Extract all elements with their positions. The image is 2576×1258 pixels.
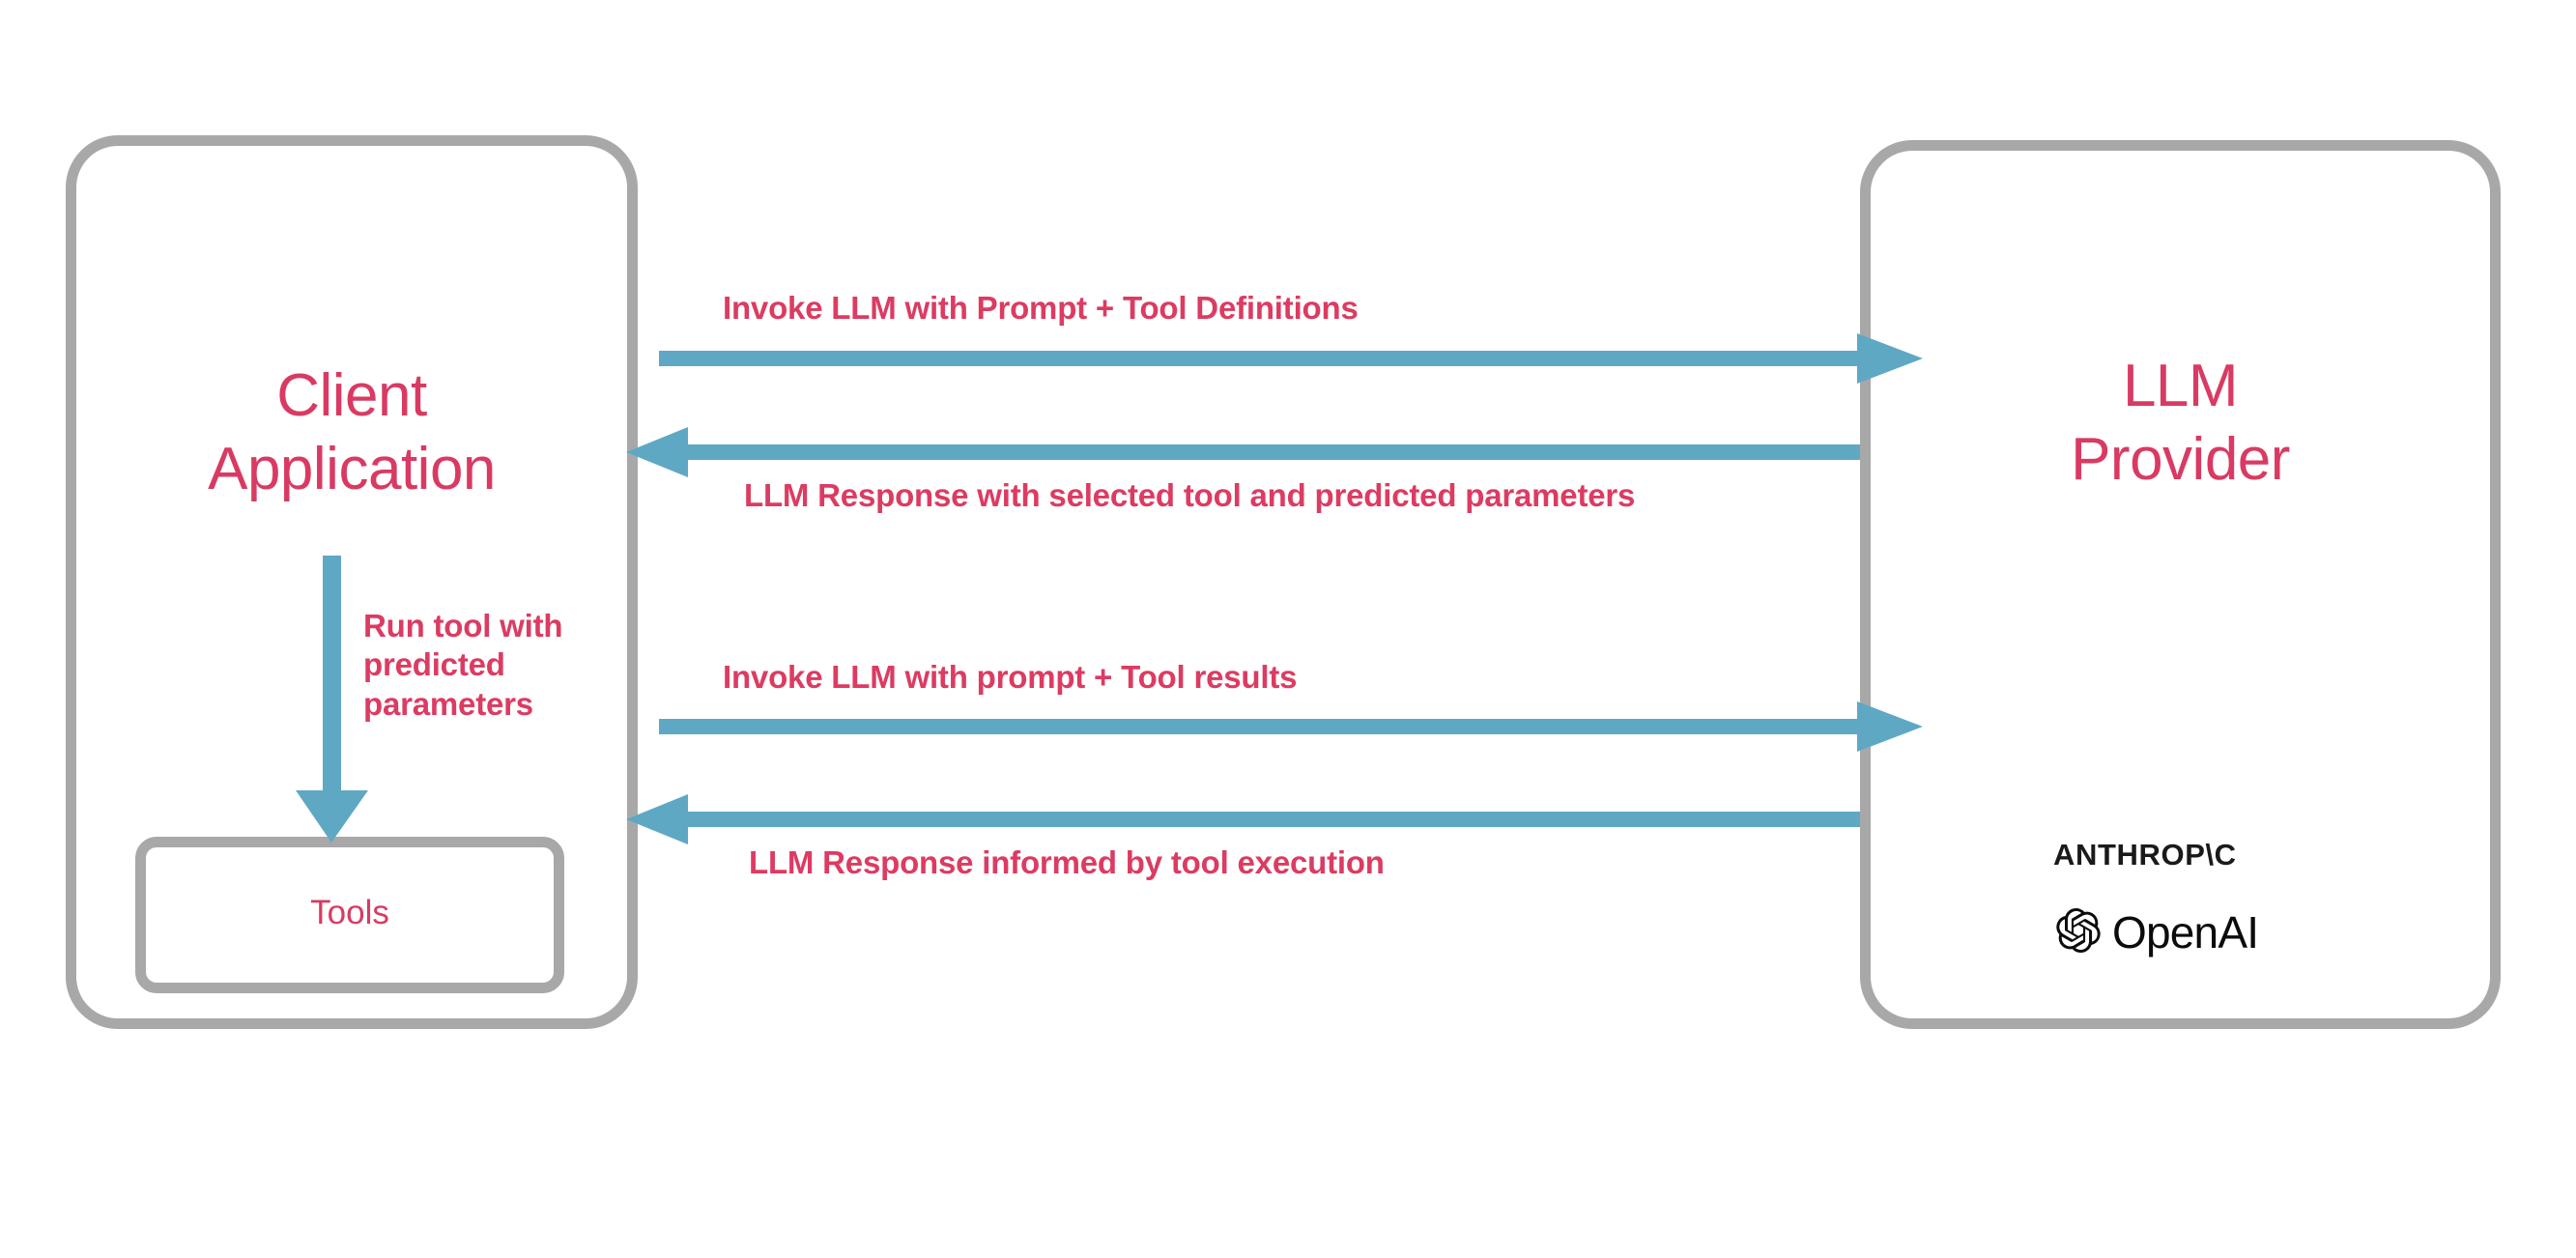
client-application-label: Client Application — [208, 362, 496, 502]
flow-label-invoke-llm-with-prompt-and-tool-results: Invoke LLM with prompt + Tool results — [723, 659, 1298, 695]
llm-provider-box[interactable] — [1860, 140, 2501, 1029]
flow-label-invoke-llm-with-prompt-and-tool-definitions: Invoke LLM with Prompt + Tool Definition… — [723, 290, 1359, 326]
anthropic-wordmark-logo: ANTHROP\C — [2053, 838, 2237, 872]
tools-label: Tools — [310, 894, 389, 931]
arrow-flow-2-leftward — [626, 427, 1860, 477]
tools-box[interactable] — [135, 837, 564, 993]
openai-flower-icon — [2056, 907, 2101, 958]
arrow-flow-1-rightward — [659, 333, 1923, 384]
arrow-flow-4-leftward — [626, 794, 1860, 844]
flow-label-run-tool-with-predicted-parameters: Run tool with predicted parameters — [363, 608, 563, 722]
openai-logo-lockup: OpenAI — [2056, 906, 2259, 958]
arrow-flow-3-rightward — [659, 701, 1923, 752]
llm-provider-label: LLM Provider — [2071, 353, 2290, 493]
openai-wordmark-text: OpenAI — [2112, 907, 2259, 958]
flow-label-llm-response-with-selected-tool: LLM Response with selected tool and pred… — [744, 477, 1636, 513]
flow-label-llm-response-informed-by-tool-execution: LLM Response informed by tool execution — [749, 844, 1385, 880]
